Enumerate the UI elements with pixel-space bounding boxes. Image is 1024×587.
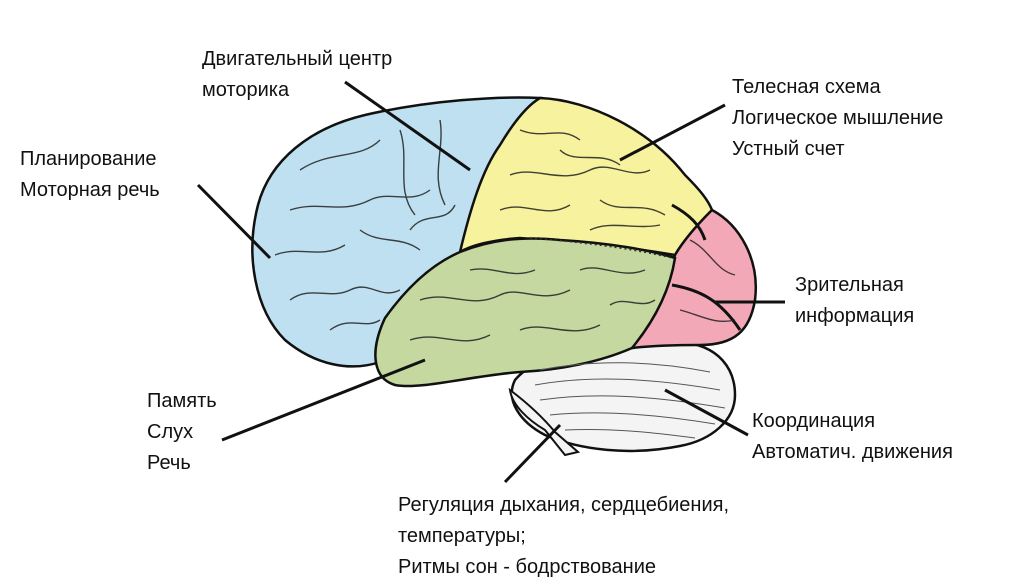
label-temporal-line-2: Слух — [147, 421, 194, 443]
label-frontal-line-2: Моторная речь — [20, 179, 160, 201]
label-motor-line-2: моторика — [202, 79, 290, 101]
pointer-line-parietal — [619, 103, 726, 162]
label-cerebellum-line-1: Координация — [752, 410, 876, 432]
label-brainstem-line-2: температуры; — [398, 525, 526, 547]
label-occipital-line-1: Зрительная — [795, 274, 904, 296]
pointer-line-motor — [344, 80, 471, 172]
label-parietal-line-2: Логическое мышление — [732, 107, 944, 129]
label-parietal: Телесная схема Логическое мышление Устны… — [732, 72, 943, 165]
label-motor-center: Двигательный центр моторика — [202, 44, 392, 106]
label-brainstem-line-3: Ритмы сон - бодрствование — [398, 556, 656, 578]
label-cerebellum: Координация Автоматич. движения — [752, 406, 953, 468]
label-motor-line-1: Двигательный центр — [202, 48, 393, 70]
label-parietal-line-3: Устный счет — [732, 138, 845, 160]
pointer-line-brainstem — [503, 423, 562, 484]
parietal-occipital-boundary — [671, 203, 707, 241]
pointer-line-temporal — [221, 358, 426, 442]
label-frontal-line-1: Планирование — [20, 148, 157, 170]
label-frontal: Планирование Моторная речь — [20, 144, 160, 206]
label-cerebellum-line-2: Автоматич. движения — [752, 441, 953, 463]
pointer-lines — [196, 80, 785, 484]
temporal-occipital-boundary — [671, 283, 742, 331]
label-temporal-line-1: Память — [147, 390, 217, 412]
occipital-lobe-region — [629, 208, 758, 350]
label-brainstem-line-1: Регуляция дыхания, сердцебиения, — [398, 494, 729, 516]
label-parietal-line-1: Телесная схема — [732, 76, 881, 98]
gyri-texture — [274, 119, 736, 342]
label-occipital-line-2: информация — [795, 305, 915, 327]
brainstem-region — [508, 387, 581, 457]
label-temporal-line-3: Речь — [147, 452, 191, 474]
label-occipital: Зрительная информация — [795, 270, 914, 332]
cerebellum-folia — [534, 362, 726, 439]
pointer-line-cerebellum — [664, 388, 749, 437]
label-temporal: Память Слух Речь — [147, 386, 217, 479]
parietal-temporal-dotted-boundary — [529, 237, 673, 259]
pointer-line-frontal — [196, 183, 272, 260]
label-brainstem: Регуляция дыхания, сердцебиения, темпера… — [398, 490, 729, 583]
